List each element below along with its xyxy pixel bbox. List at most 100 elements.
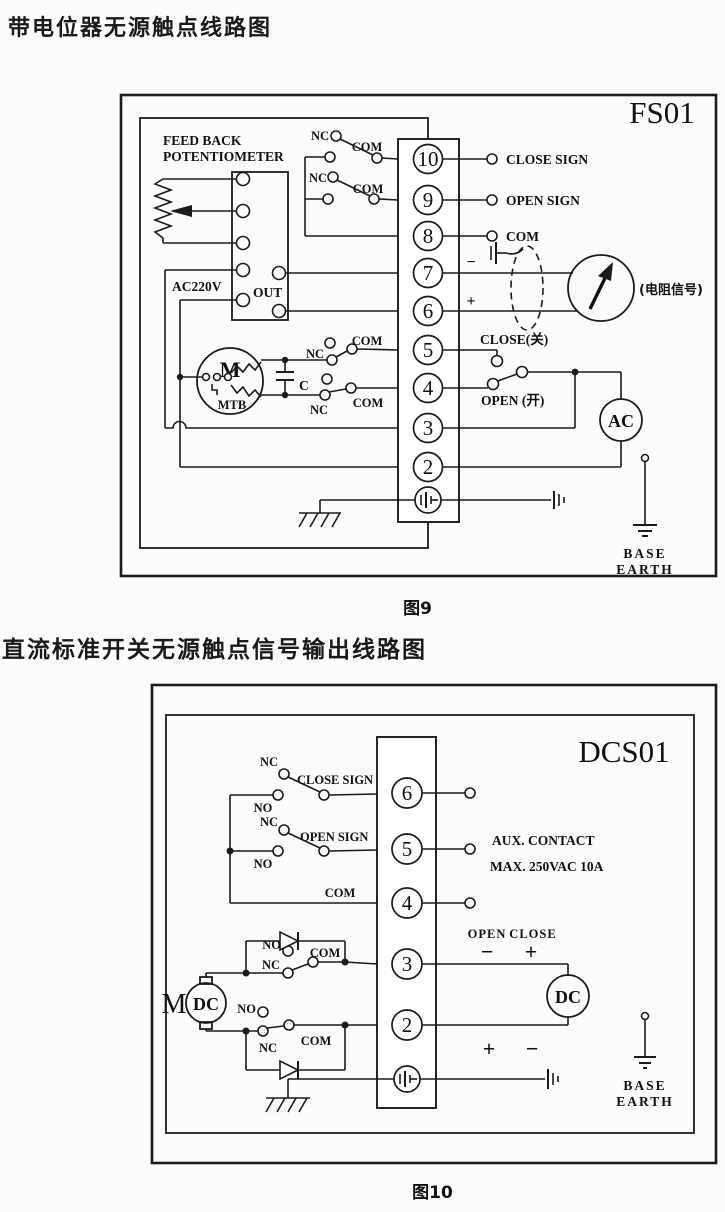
no-label: NO	[262, 938, 281, 952]
motor-mtb-label: MTB	[218, 398, 246, 412]
nc-label: NC	[260, 815, 278, 829]
aux-contact-label: AUX. CONTACT	[492, 833, 595, 848]
com-label: COM	[352, 334, 383, 348]
fs01-inner-box	[139, 117, 429, 549]
dc-motor: M DC	[162, 972, 283, 1032]
terminal-5: 5	[402, 837, 413, 861]
feedback-label-1: FEED BACK	[163, 133, 242, 148]
resistance-signal-meter: − + (电阻信号)	[442, 242, 703, 331]
aux-contacts: AUX. CONTACT MAX. 250VAC 10A	[422, 787, 604, 909]
no-label: NO	[254, 801, 273, 815]
potentiometer-terminal-box: OUT	[231, 171, 289, 321]
terminal-4: 4	[402, 891, 413, 915]
motor: M MTB	[196, 347, 264, 415]
open-label: OPEN	[468, 927, 507, 941]
motor-close-switch: NC COM	[261, 334, 399, 366]
motor-upper-switch: NO NC COM	[242, 938, 378, 979]
plus-label: +	[466, 293, 475, 310]
dcs01-inner-box	[165, 714, 695, 1134]
fs01-wiring-left	[164, 269, 398, 468]
lower-diode	[245, 1025, 346, 1081]
dcs01-terminal-strip: 6 5 4 3 2	[376, 736, 437, 1109]
fs01-diagram: FS01 FEED BACK POTENTIOMETER OUT AC220V	[119, 93, 718, 578]
base-label: BASE	[623, 546, 666, 561]
nc-label: NC	[259, 1041, 277, 1055]
wiper-arrow-icon	[170, 205, 192, 217]
close-limit-switch: NC COM	[305, 129, 399, 164]
nc-label: NC	[260, 755, 278, 769]
close-sign-label: CLOSE SIGN	[297, 773, 373, 787]
fs01-right-outputs: CLOSE SIGN OPEN SIGN COM	[442, 152, 588, 244]
cable-shield-icon	[510, 245, 544, 331]
close-label: CLOSE	[509, 927, 556, 941]
terminal-2: 2	[423, 455, 434, 479]
nc-label: NC	[310, 403, 328, 417]
shield-ground-icon	[490, 242, 524, 264]
nc-label: NC	[262, 958, 280, 972]
base-earth: BASE EARTH	[616, 1011, 674, 1109]
dcs01-diagram: DCS01 NC CLOSE SIGN NO NC OPEN SIGN NO C…	[150, 683, 718, 1165]
diode-icon	[279, 1059, 300, 1081]
terminal-2: 2	[402, 1013, 413, 1037]
close-sign-label: CLOSE SIGN	[506, 152, 588, 167]
dc-supply: DC OPEN CLOSE − + + −	[422, 927, 590, 1061]
earth-terminal-icon	[414, 486, 442, 514]
com-label: COM	[353, 182, 384, 196]
earth-label: EARTH	[616, 1094, 674, 1109]
base-label: BASE	[623, 1078, 666, 1093]
ac220v-label: AC220V	[172, 279, 222, 294]
dcs01-outer-border	[150, 683, 718, 1165]
motor-open-switch: NC COM	[261, 373, 398, 417]
ac-label: AC	[608, 411, 634, 431]
figure10-caption: 图10	[412, 1183, 453, 1203]
chassis-ground-icon	[547, 1069, 559, 1089]
fs01-terminal-strip: 10 9 8 7 6 5 4 3 2	[397, 138, 460, 523]
base-earth: BASE EARTH	[616, 453, 672, 577]
meter-needle-head-icon	[598, 262, 613, 281]
terminal-7: 7	[423, 261, 434, 285]
motor-dc-label: DC	[193, 994, 219, 1014]
terminal-3: 3	[423, 416, 434, 440]
capacitor-label: C	[299, 378, 309, 393]
resistance-signal-label: (电阻信号)	[639, 282, 703, 298]
open-sign-label: OPEN SIGN	[300, 830, 368, 844]
no-label: NO	[254, 857, 273, 871]
meter-needle-icon	[588, 275, 608, 310]
com-label: COM	[353, 396, 384, 410]
fs01-outer-border	[119, 93, 718, 578]
terminal-6: 6	[423, 299, 434, 323]
aux-rating-label: MAX. 250VAC 10A	[490, 859, 604, 874]
com-label: COM	[301, 1034, 332, 1048]
minus-label: −	[466, 254, 475, 271]
earth-hatch-icon	[298, 512, 341, 528]
terminal-5: 5	[423, 338, 434, 362]
plus-label: +	[525, 939, 538, 964]
close-cn-label: CLOSE(关)	[480, 331, 548, 347]
nc-label: NC	[311, 129, 329, 143]
minus-label: −	[526, 1036, 539, 1061]
out-label: OUT	[253, 285, 282, 300]
dcs01-title: DCS01	[578, 734, 669, 769]
com-output-label: COM	[506, 229, 539, 244]
minus-label: −	[481, 939, 494, 964]
open-limit-switch: NC COM	[304, 157, 399, 237]
fs01-ground-connections	[298, 491, 565, 528]
com-label: COM	[310, 946, 341, 960]
terminal-9: 9	[423, 188, 434, 212]
nc-label: NC	[306, 347, 324, 361]
potentiometer-resistor-icon	[152, 178, 174, 243]
dcs01-ground-connections	[265, 1069, 559, 1113]
nc-label: NC	[309, 171, 327, 185]
capacitor: C	[276, 356, 309, 399]
feedback-potentiometer: FEED BACK POTENTIOMETER	[152, 133, 284, 244]
open-sign-label: OPEN SIGN	[506, 193, 580, 208]
terminal-8: 8	[423, 224, 434, 248]
thermal-protector-icon	[211, 384, 218, 395]
earth-terminal-icon	[393, 1065, 421, 1093]
terminal-6: 6	[402, 781, 413, 805]
feedback-label-2: POTENTIOMETER	[163, 149, 284, 164]
chassis-ground-icon	[553, 491, 565, 509]
terminal-10: 10	[418, 147, 439, 171]
close-sign-switch: NC CLOSE SIGN NO	[230, 755, 378, 815]
section-title-fs01: 带电位器无源触点线路图	[8, 16, 273, 41]
